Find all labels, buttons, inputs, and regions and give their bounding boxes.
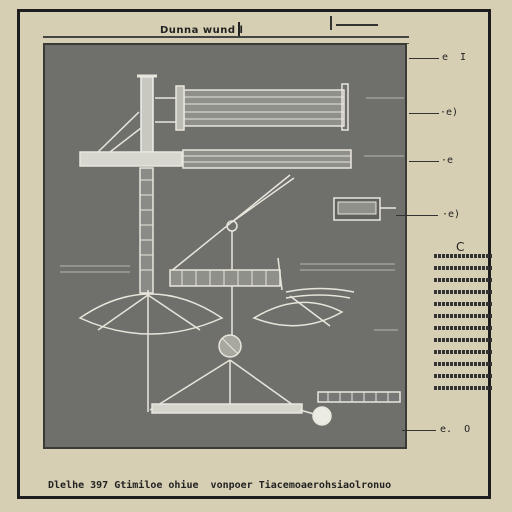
- right-wing: [285, 287, 355, 293]
- main-mast: [140, 76, 154, 153]
- top-right-label-marker: [330, 16, 380, 30]
- mid-grille: [169, 269, 281, 287]
- lower-column: [139, 167, 154, 294]
- side-mark-1: e I: [442, 52, 467, 63]
- upper-grille: [183, 89, 345, 127]
- base-ladder: [317, 391, 401, 403]
- notes-glyph: C: [456, 240, 465, 254]
- column-ladder: [140, 179, 153, 271]
- drawing-panel: [43, 43, 407, 449]
- note-line: [434, 278, 492, 282]
- note-line: [434, 362, 492, 366]
- note-line: [434, 314, 492, 318]
- side-mark-2: ·e): [440, 107, 459, 118]
- lower-grille: [182, 149, 352, 169]
- note-line: [434, 302, 492, 306]
- note-line: [434, 290, 492, 294]
- base-roller: [312, 406, 332, 426]
- note-line: [434, 254, 492, 258]
- side-mark-3: ·e: [441, 155, 454, 166]
- diagonal-strut: [169, 174, 291, 273]
- leader-line-2: [409, 113, 439, 114]
- note-line: [434, 350, 492, 354]
- footer-caption: Dlelhe 397 Gtimiloe ohiue vonpoer Tiacem…: [48, 480, 392, 491]
- diagram-title: Dunna wund l: [160, 25, 244, 36]
- leader-line-4: [396, 215, 438, 216]
- main-boom: [79, 151, 183, 167]
- tripod-left: [149, 359, 231, 411]
- note-line: [434, 326, 492, 330]
- side-mark-5: e. O: [440, 424, 471, 435]
- note-line: [434, 338, 492, 342]
- leader-line-3: [409, 161, 439, 162]
- boom-brace: [97, 111, 140, 153]
- note-line: [434, 386, 492, 390]
- upper-grille-bars: [184, 96, 344, 120]
- scale-strips: [60, 97, 404, 331]
- note-line: [434, 374, 492, 378]
- leader-line-1: [409, 58, 439, 59]
- note-line: [434, 266, 492, 270]
- annotation-notes: C: [434, 240, 492, 398]
- right-dish: [252, 301, 344, 327]
- left-dish: [78, 293, 224, 335]
- base-plate: [151, 403, 303, 414]
- leader-line-5: [402, 430, 436, 431]
- title-tick-mark: [238, 22, 240, 36]
- tripod-right: [229, 359, 301, 411]
- side-mark-4: ·e): [442, 209, 461, 220]
